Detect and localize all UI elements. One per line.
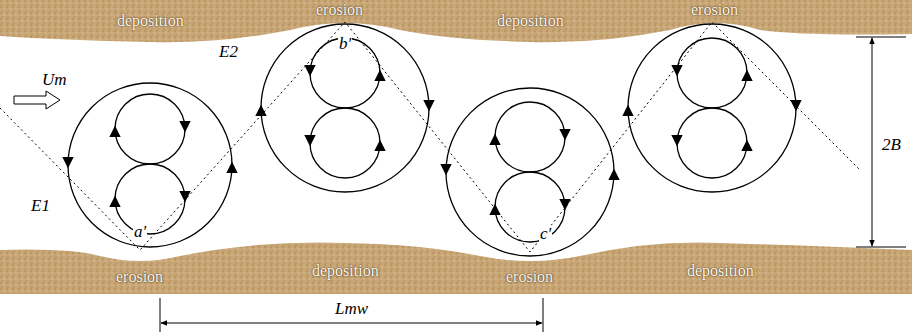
bank-label: erosion: [316, 1, 363, 19]
velocity-symbol: Um: [41, 71, 68, 89]
point-label: c′: [539, 225, 552, 243]
rotation-arrows: [68, 67, 796, 213]
bottom-bank: [0, 243, 912, 294]
dimension-label: Lmw: [334, 300, 369, 318]
eddy-symbol: E1: [30, 197, 51, 215]
dimension-label: 2B: [881, 136, 902, 154]
bank-label: deposition: [687, 262, 754, 280]
bank-label: erosion: [116, 268, 163, 286]
bank-label: deposition: [312, 262, 379, 280]
bank-label: erosion: [506, 268, 553, 286]
inflow-arrow: [14, 91, 60, 109]
top-bank: [0, 0, 912, 42]
top-bank-band: deposition erosion deposition erosion: [0, 0, 912, 36]
flow-path: [0, 22, 860, 252]
eddy-symbol: E2: [218, 43, 239, 61]
point-label: b′: [338, 35, 352, 53]
wavelength-dimension: [160, 298, 543, 332]
point-label: a′: [133, 223, 147, 241]
bank-label: deposition: [117, 12, 184, 30]
bottom-bank-band: erosion deposition erosion deposition: [0, 248, 912, 294]
width-dimension: [856, 37, 906, 247]
eddy-circles: [68, 24, 796, 256]
bank-label: erosion: [691, 1, 738, 19]
bank-label: deposition: [497, 12, 564, 30]
